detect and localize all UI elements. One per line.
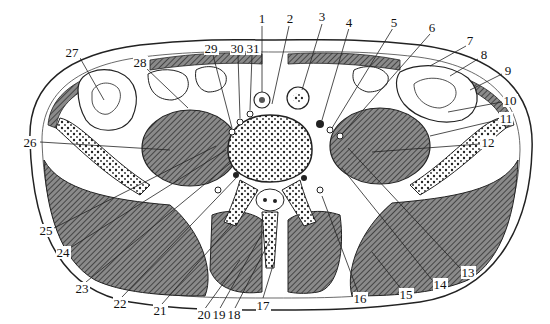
callout-number: 25	[39, 224, 54, 237]
callout-number: 19	[212, 308, 227, 321]
callout-number: 12	[481, 136, 496, 149]
callout-number: 21	[153, 304, 168, 317]
callout-number: 20	[197, 308, 212, 321]
callout-number: 23	[75, 282, 90, 295]
callout-number: 5	[390, 16, 399, 29]
callout-number: 1	[258, 12, 267, 25]
callout-number: 9	[504, 64, 513, 77]
callout-number: 30	[230, 42, 245, 55]
callout-number: 24	[56, 246, 71, 259]
callout-number: 8	[480, 48, 489, 61]
callout-number: 3	[318, 10, 327, 23]
callout-number: 27	[65, 46, 80, 59]
callout-number: 10	[503, 94, 518, 107]
callout-number: 6	[428, 21, 437, 34]
callout-number: 17	[256, 299, 271, 312]
callout-number: 22	[113, 297, 128, 310]
callout-number: 16	[353, 292, 368, 305]
callout-number: 14	[433, 278, 448, 291]
callout-number: 11	[499, 112, 514, 125]
callout-number: 28	[133, 56, 148, 69]
callout-number: 31	[246, 42, 261, 55]
callout-number: 29	[204, 42, 219, 55]
callout-number: 4	[345, 16, 354, 29]
callout-number: 13	[461, 266, 476, 279]
callout-number: 15	[399, 288, 414, 301]
callout-number: 7	[466, 34, 475, 47]
callout-number: 2	[286, 12, 295, 25]
callout-number: 26	[23, 136, 38, 149]
callout-number: 18	[227, 308, 242, 321]
